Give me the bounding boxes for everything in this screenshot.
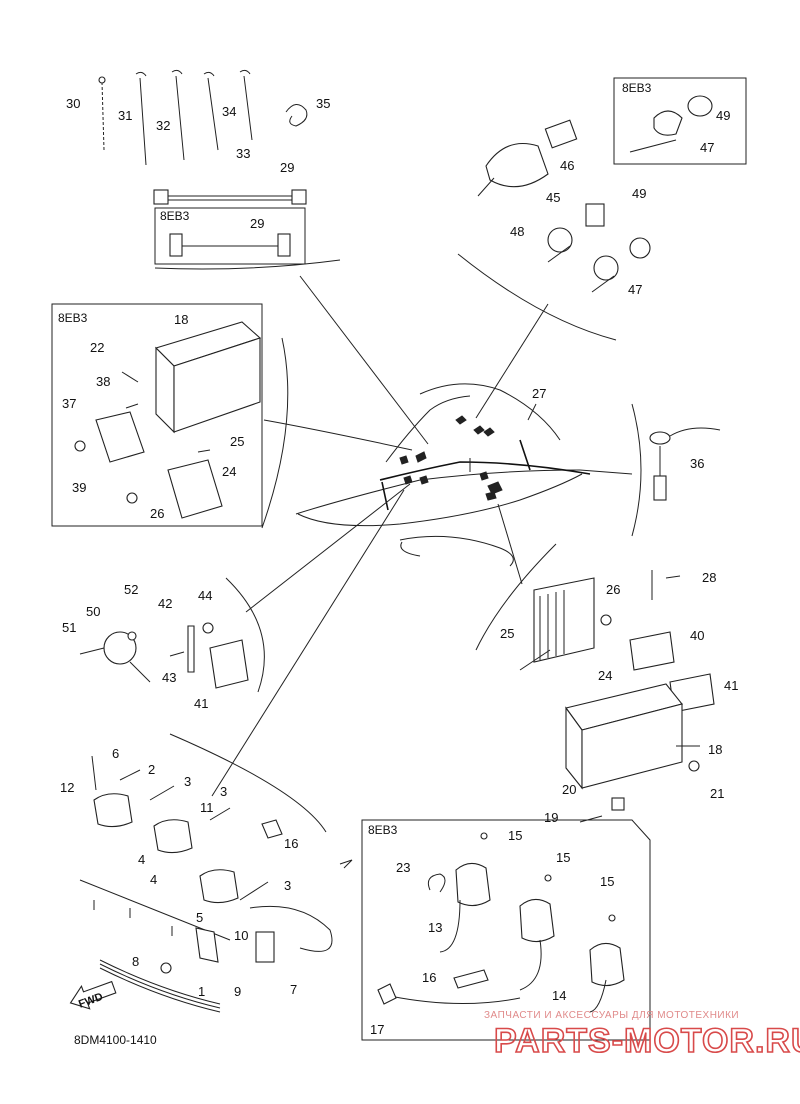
main-switch-group: [457, 77, 747, 341]
part-callout-label: 29: [250, 216, 264, 231]
part-callout-label: 24: [598, 668, 612, 683]
part-callout-label: 25: [500, 626, 514, 641]
part-callout-label: 30: [66, 96, 80, 111]
ignition-coil-variant-group: [339, 819, 651, 1041]
part-callout-label: 47: [628, 282, 642, 297]
variant-tag: 8EB3: [368, 823, 398, 837]
part-callout-label: 21: [710, 786, 724, 801]
part-callout-label: 50: [86, 604, 100, 619]
part-callout-label: 15: [600, 874, 614, 889]
part-callout-label: 41: [194, 696, 208, 711]
part-callout-label: 48: [510, 224, 524, 239]
part-callout-label: 18: [174, 312, 188, 327]
part-callout-label: 32: [156, 118, 170, 133]
part-callout-label: 34: [222, 104, 236, 119]
part-callout-label: 19: [544, 810, 558, 825]
harness-clamps-group: [98, 69, 341, 270]
part-callout-label: 11: [200, 800, 214, 815]
ecu-variant-group: [51, 303, 289, 529]
part-callout-label: 1: [198, 984, 205, 999]
variant-tag: 8EB3: [160, 209, 190, 223]
part-callout-label: 3: [220, 784, 227, 799]
part-callout-label: 15: [556, 850, 570, 865]
part-callout-label: 16: [284, 836, 298, 851]
part-callout-label: 45: [546, 190, 560, 205]
part-callout-label: 49: [716, 108, 730, 123]
part-callout-label: 4: [150, 872, 157, 887]
part-callout-label: 28: [702, 570, 716, 585]
catalog-code: 8DM4100-1410: [74, 1033, 157, 1047]
watermark-brand: PARTS-MOTOR.RU: [494, 1022, 800, 1060]
part-callout-label: 27: [532, 386, 546, 401]
part-callout-label: 26: [150, 506, 164, 521]
part-callout-label: 8: [132, 954, 139, 969]
ecu-main-group: [565, 683, 700, 823]
part-callout-label: 3: [184, 774, 191, 789]
part-callout-label: 24: [222, 464, 236, 479]
part-callout-label: 37: [62, 396, 76, 411]
part-callout-label: 22: [90, 340, 104, 355]
part-callout-label: 10: [234, 928, 248, 943]
part-callout-label: 40: [690, 628, 704, 643]
part-callout-label: 42: [158, 596, 172, 611]
part-callout-label: 2: [148, 762, 155, 777]
variant-tag: 8EB3: [58, 311, 88, 325]
part-callout-label: 17: [370, 1022, 384, 1037]
part-callout-label: 9: [234, 984, 241, 999]
part-callout-label: 44: [198, 588, 212, 603]
part-callout-label: 41: [724, 678, 738, 693]
part-callout-label: 31: [118, 108, 132, 123]
part-callout-label: 33: [236, 146, 250, 161]
ignition-coil-group: [69, 733, 333, 1013]
part-callout-label: 36: [690, 456, 704, 471]
part-callout-label: 47: [700, 140, 714, 155]
part-callout-label: 35: [316, 96, 330, 111]
part-callout-label: 16: [422, 970, 436, 985]
watermark-tagline: ЗАПЧАСТИ И АКСЕССУАРЫ ДЛЯ МОТОТЕХНИКИ: [484, 1010, 739, 1021]
part-callout-label: 25: [230, 434, 244, 449]
part-callout-label: 4: [138, 852, 145, 867]
part-callout-label: 51: [62, 620, 76, 635]
part-callout-label: 5: [196, 910, 203, 925]
part-callout-label: 38: [96, 374, 110, 389]
part-callout-label: 29: [280, 160, 294, 175]
part-callout-label: 49: [632, 186, 646, 201]
part-callout-label: 14: [552, 988, 566, 1003]
part-callout-label: 23: [396, 860, 410, 875]
vehicle-body-outline: [295, 383, 591, 567]
leader-lines: [211, 275, 633, 797]
part-callout-label: 18: [708, 742, 722, 757]
part-callout-label: 46: [560, 158, 574, 173]
connector-36-group: [631, 403, 721, 537]
variant-tag: 8EB3: [622, 81, 652, 95]
part-callout-label: 13: [428, 920, 442, 935]
part-callout-label: 20: [562, 782, 576, 797]
part-callout-label: 7: [290, 982, 297, 997]
part-callout-label: 52: [124, 582, 138, 597]
part-callout-label: 39: [72, 480, 86, 495]
part-callout-label: 6: [112, 746, 119, 761]
part-callout-label: 26: [606, 582, 620, 597]
part-callout-label: 43: [162, 670, 176, 685]
part-callout-label: 12: [60, 780, 74, 795]
part-callout-label: 15: [508, 828, 522, 843]
sensor-relay-group: [79, 577, 265, 693]
part-callout-label: 3: [284, 878, 291, 893]
